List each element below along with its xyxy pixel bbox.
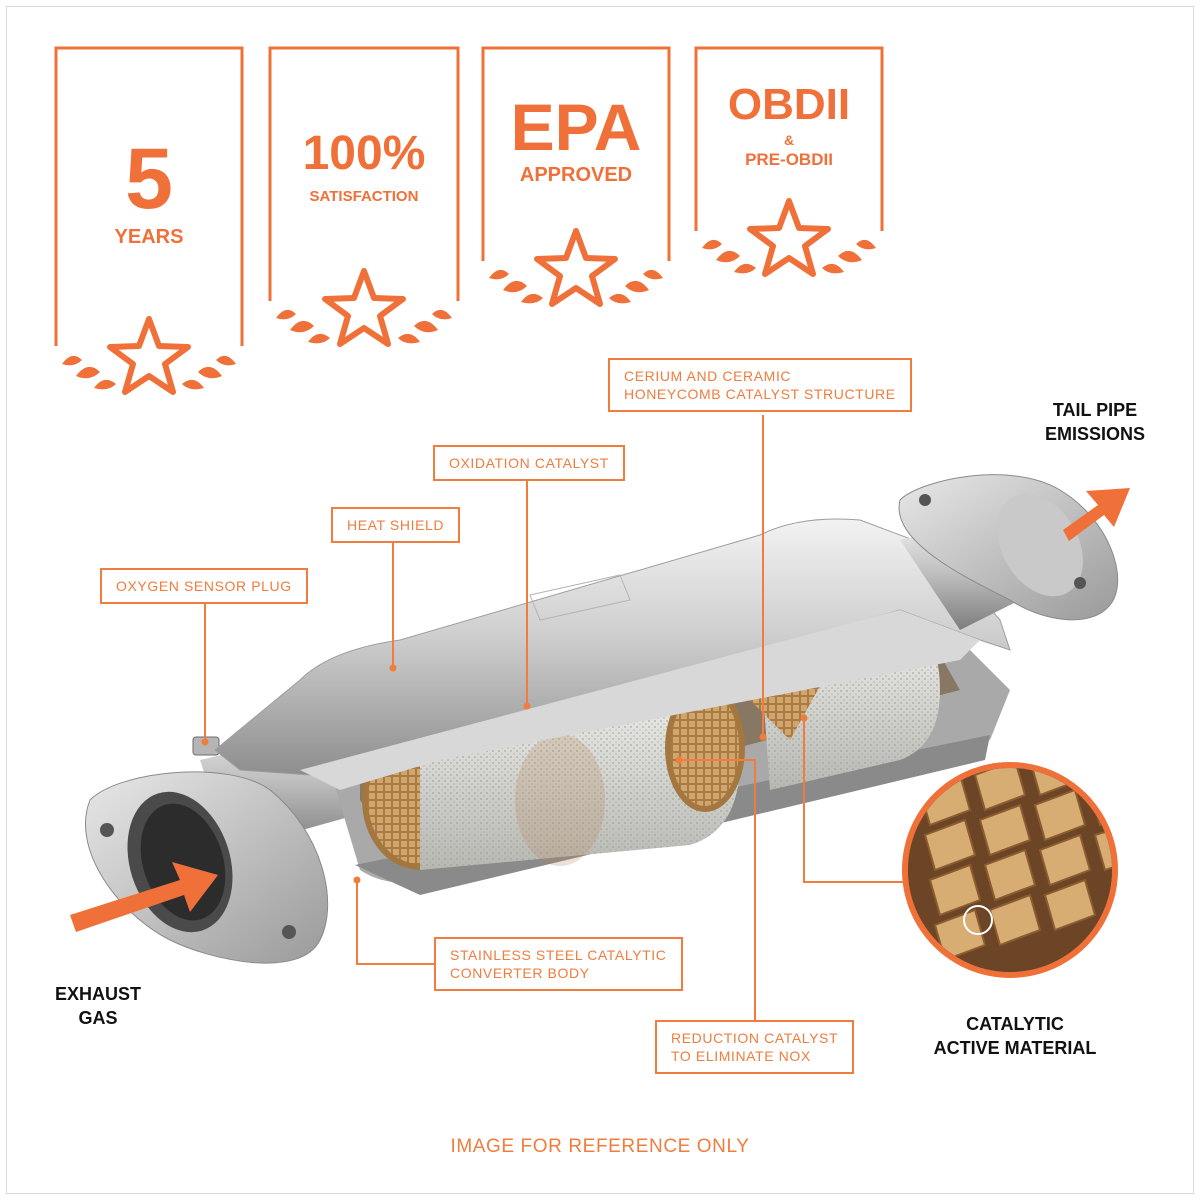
banner-ribbon-icon — [481, 46, 671, 307]
callout-text: REDUCTION CATALYST — [671, 1030, 839, 1046]
epa-badge: EPA APPROVED — [481, 46, 671, 316]
callout-text: CONVERTER BODY — [450, 965, 590, 981]
tail-pipe-emissions-label: TAIL PIPE EMISSIONS — [1025, 398, 1165, 446]
satisfaction-badge: 100% SATISFACTION — [268, 46, 460, 356]
obdii-badge: OBDII & PRE-OBDII — [694, 46, 884, 286]
callout-oxidation-catalyst: OXIDATION CATALYST — [433, 445, 625, 481]
badge-big-text: OBDII — [727, 80, 851, 129]
label-line: ACTIVE MATERIAL — [933, 1038, 1097, 1058]
callout-reduction-catalyst: REDUCTION CATALYST TO ELIMINATE NOX — [655, 1020, 855, 1074]
badge-small-text: APPROVED — [519, 164, 633, 186]
callout-stainless-steel-body: STAINLESS STEEL CATALYTIC CONVERTER BODY — [434, 937, 683, 991]
catalytic-active-material-label: CATALYTIC ACTIVE MATERIAL — [915, 1012, 1115, 1060]
callout-text: HONEYCOMB CATALYST STRUCTURE — [624, 386, 896, 402]
label-line: CATALYTIC — [966, 1014, 1064, 1034]
reference-disclaimer: IMAGE FOR REFERENCE ONLY — [450, 1136, 750, 1157]
banner-ribbon-icon — [54, 46, 244, 404]
label-line: TAIL PIPE — [1052, 400, 1138, 420]
exhaust-gas-label: EXHAUST GAS — [38, 982, 158, 1030]
heat-shield — [214, 518, 1011, 790]
badge-small-text: PRE-OBDII — [745, 150, 833, 169]
callout-cerium-ceramic: CERIUM AND CERAMIC HONEYCOMB CATALYST ST… — [608, 358, 912, 412]
label-line: GAS — [78, 1008, 118, 1028]
banner-ribbon-icon — [268, 46, 460, 347]
badge-big-text: 100% — [302, 127, 426, 180]
callout-text: HEAT SHIELD — [347, 517, 445, 533]
callout-heat-shield: HEAT SHIELD — [331, 507, 461, 543]
outlet-arrow-icon — [1063, 488, 1130, 541]
badge-ampersand: & — [783, 132, 795, 148]
callout-text: OXYGEN SENSOR PLUG — [116, 578, 292, 594]
leader-lines — [204, 415, 904, 1022]
inlet-arrow-icon — [70, 862, 218, 932]
callout-text: OXIDATION CATALYST — [449, 455, 609, 471]
outlet-flange — [898, 474, 1119, 630]
callout-oxygen-sensor-plug: OXYGEN SENSOR PLUG — [100, 568, 308, 604]
badge-small-text: YEARS — [114, 226, 184, 248]
callout-text: TO ELIMINATE NOX — [671, 1048, 811, 1064]
banner-ribbon-icon — [694, 46, 884, 277]
badge-big-text: 5 — [125, 131, 173, 227]
label-line: EXHAUST — [54, 984, 141, 1004]
badge-big-text: EPA — [510, 90, 642, 164]
callout-text: STAINLESS STEEL CATALYTIC — [450, 947, 667, 963]
callout-text: CERIUM AND CERAMIC — [624, 368, 792, 384]
badge-small-text: SATISFACTION — [309, 188, 419, 205]
warranty-badge: 5 YEARS — [54, 46, 244, 406]
image-frame — [6, 6, 1194, 1194]
label-line: EMISSIONS — [1044, 424, 1146, 444]
